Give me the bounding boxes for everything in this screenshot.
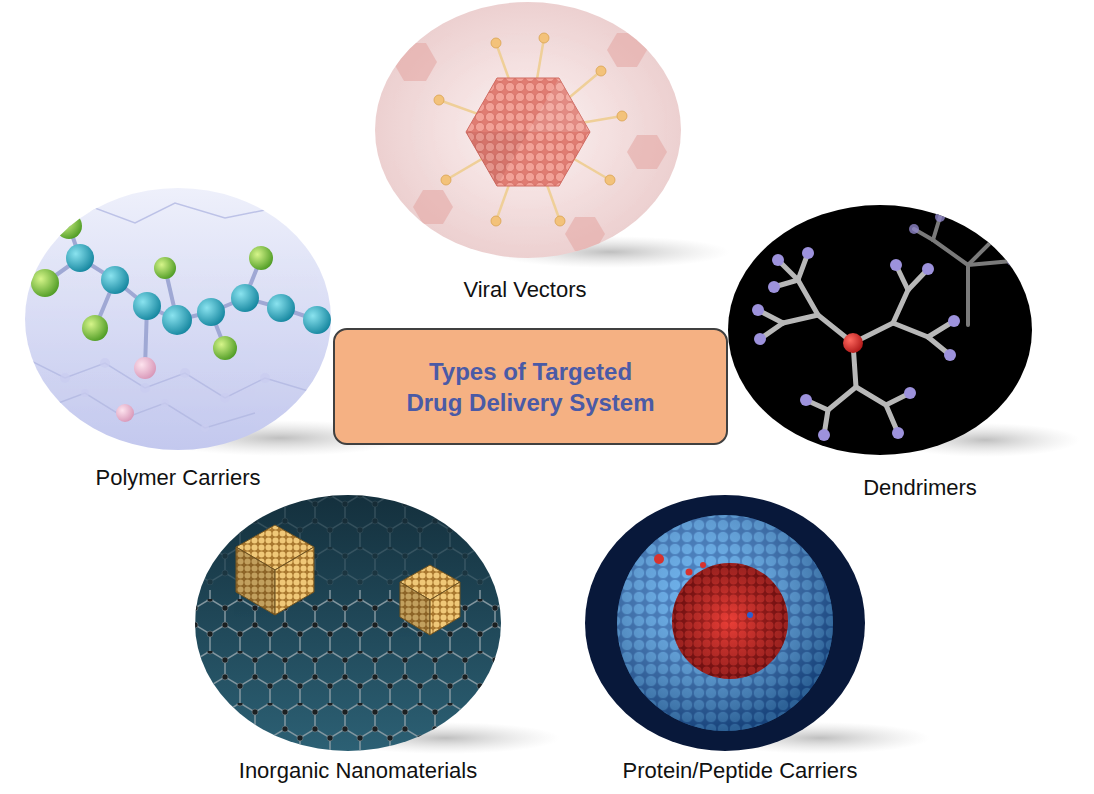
central-title-box: Types of Targeted Drug Delivery System xyxy=(333,328,728,445)
polymer-illustration xyxy=(25,188,331,450)
caption-label: Inorganic Nanomaterials xyxy=(239,757,477,785)
caption-label: Polymer Carriers xyxy=(95,464,260,492)
caption-label: Dendrimers xyxy=(863,474,977,502)
dendrimer-node: Dendrimers xyxy=(728,205,1032,455)
virus-illustration xyxy=(375,2,681,258)
caption-label: Viral Vectors xyxy=(463,276,586,304)
dendrimer-illustration xyxy=(728,205,1032,455)
protein-node: Protein/Peptide Carriers xyxy=(585,495,865,751)
protein-illustration xyxy=(585,495,865,751)
polymer-node: Polymer Carriers xyxy=(25,188,331,450)
nanomaterial-illustration xyxy=(195,495,501,751)
caption-label: Protein/Peptide Carriers xyxy=(623,757,858,785)
viral-vector-node: Viral Vectors xyxy=(375,2,681,258)
inorganic-node: Inorganic Nanomaterials xyxy=(195,495,501,751)
title-text: Types of Targeted Drug Delivery System xyxy=(400,356,662,418)
